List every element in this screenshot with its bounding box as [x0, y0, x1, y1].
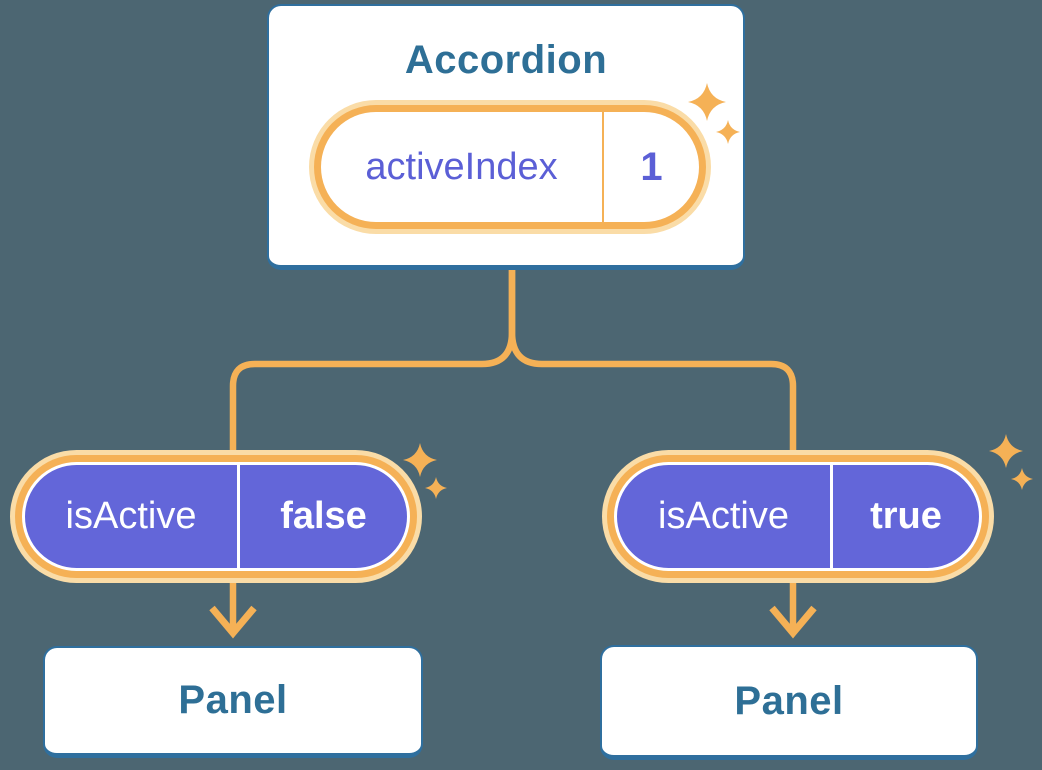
sparkle-icon — [403, 443, 437, 477]
prop-value-label: false — [280, 495, 367, 537]
panel-card-left: Panel — [43, 646, 423, 758]
sparkle-icon — [989, 434, 1023, 468]
pill-divider — [830, 465, 833, 568]
state-pill-ring: activeIndex 1 — [314, 105, 706, 229]
prop-value-label: true — [870, 495, 942, 537]
prop-pill-false: isActive false — [10, 450, 422, 583]
prop-pill-true: isActive true — [602, 450, 994, 583]
pill-divider — [237, 465, 240, 568]
state-pill: activeIndex 1 — [309, 100, 711, 234]
connector-right-branch — [508, 268, 797, 452]
prop-name-label: isActive — [65, 495, 197, 537]
pill-divider — [602, 112, 604, 222]
state-name-label: activeIndex — [365, 145, 558, 188]
connector-left-branch — [229, 268, 516, 452]
state-value-label: 1 — [640, 144, 663, 189]
panel-card-right: Panel — [600, 645, 978, 760]
sparkle-icon — [425, 477, 447, 499]
arrow-right-head-icon — [769, 605, 817, 639]
prop-pill-ring: isActive false — [15, 455, 417, 578]
accordion-title: Accordion — [404, 38, 608, 82]
arrow-left-head-icon — [209, 605, 257, 639]
panel-label: Panel — [734, 678, 844, 723]
accordion-card: Accordion activeIndex 1 — [267, 4, 745, 270]
panel-label: Panel — [178, 678, 288, 722]
prop-name-label: isActive — [658, 495, 789, 537]
sparkle-icon — [1011, 468, 1033, 490]
prop-pill-ring: isActive true — [607, 455, 989, 578]
